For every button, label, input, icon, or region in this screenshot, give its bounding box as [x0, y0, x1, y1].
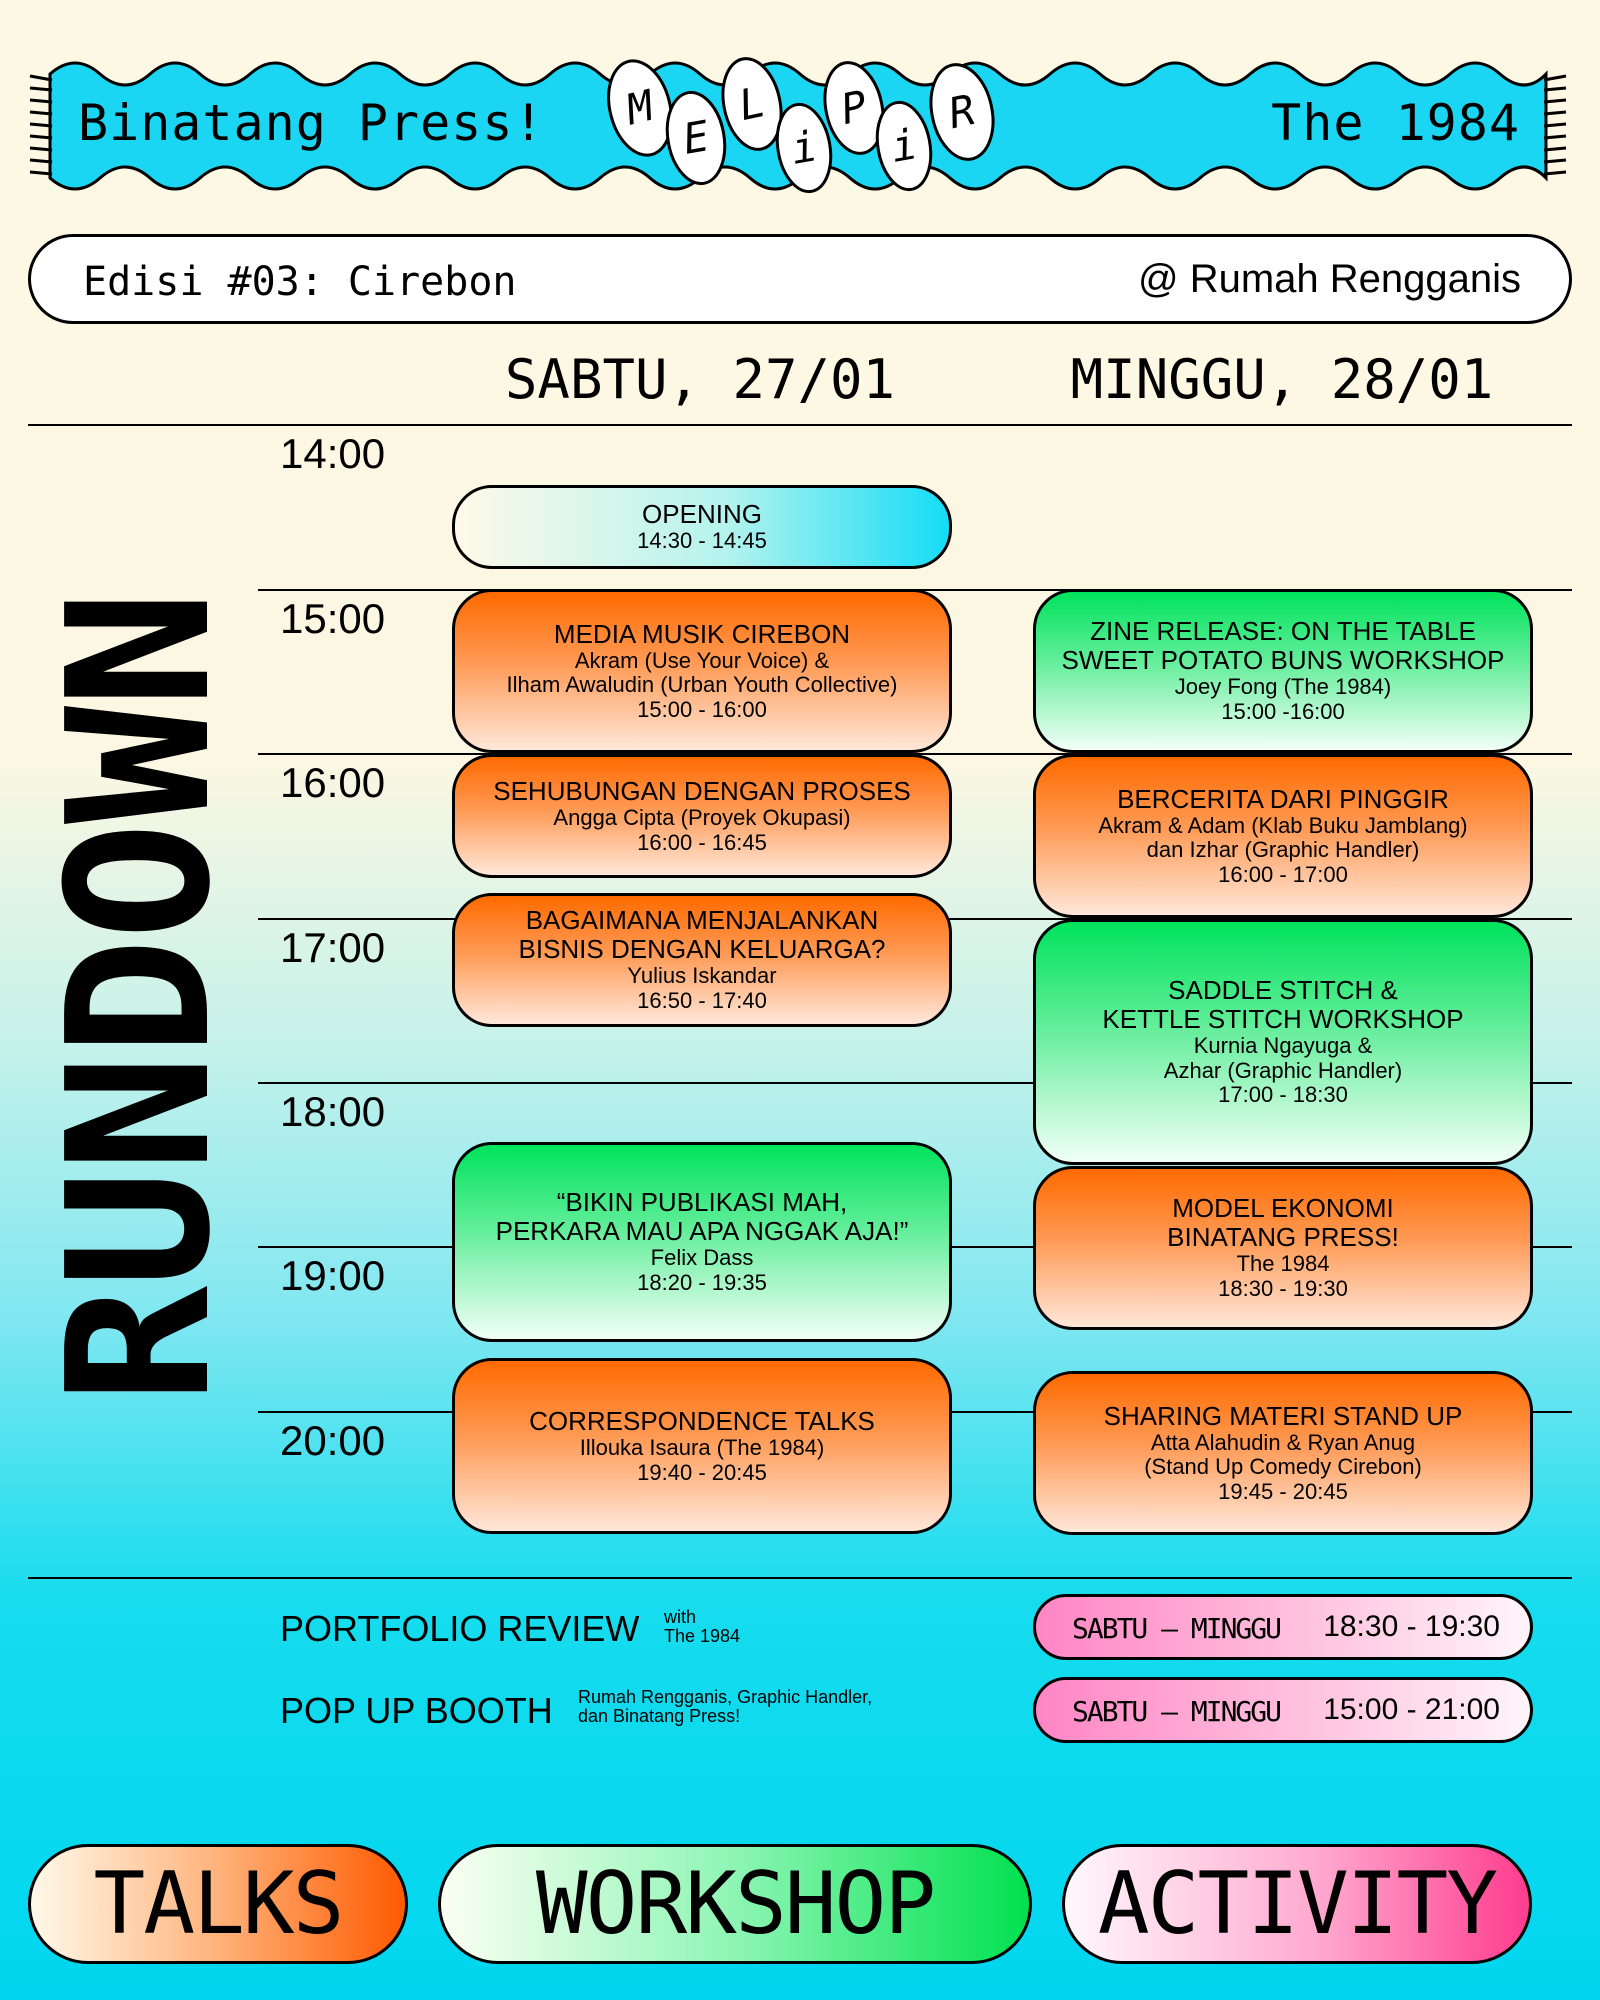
- portfolio-review-schedule: SABTU – MINGGU 18:30 - 19:30: [1033, 1594, 1533, 1660]
- event-title: SEHUBUNGAN DENGAN PROSES: [493, 775, 911, 806]
- event-title: PERKARA MAU APA NGGAK AJA!”: [495, 1216, 909, 1247]
- schedule-days: SABTU – MINGGU: [1072, 1612, 1282, 1645]
- event-speaker: Akram (Use Your Voice) &: [574, 647, 830, 673]
- event-title: BINATANG PRESS!: [1167, 1222, 1399, 1253]
- hour-label: 19:00: [280, 1252, 386, 1299]
- hour-label: 17:00: [280, 924, 386, 971]
- event-correspondence-talks[interactable]: CORRESPONDENCE TALKS Illouka Isaura (The…: [452, 1358, 952, 1534]
- schedule-time: 18:30 - 19:30: [1323, 1610, 1500, 1643]
- event-model-ekonomi[interactable]: MODEL EKONOMI BINATANG PRESS! The 1984 1…: [1033, 1166, 1533, 1330]
- event-time: 14:30 - 14:45: [637, 528, 767, 554]
- event-title: BISNIS DENGAN KELUARGA?: [518, 934, 886, 965]
- event-title: CORRESPONDENCE TALKS: [529, 1405, 875, 1436]
- rundown-text: RUNDOWN: [26, 591, 254, 1405]
- event-speaker: Azhar (Graphic Handler): [1163, 1057, 1403, 1083]
- venue-label: @ Rumah Rengganis: [1137, 257, 1521, 301]
- event-speaker: Illouka Isaura (The 1984): [579, 1434, 825, 1460]
- event-title: KETTLE STITCH WORKSHOP: [1102, 1004, 1464, 1035]
- day-header-sunday: MINGGU, 28/01: [1070, 348, 1494, 411]
- booth-note-line: Rumah Rengganis, Graphic Handler,: [578, 1687, 873, 1707]
- day-header-saturday: SABTU, 27/01: [504, 348, 896, 411]
- event-title: BAGAIMANA MENJALANKAN: [525, 905, 879, 936]
- portfolio-review-title: PORTFOLIO REVIEW: [280, 1608, 640, 1649]
- event-speaker: Ilham Awaludin (Urban Youth Collective): [506, 672, 898, 698]
- event-title: SHARING MATERI STAND UP: [1103, 1400, 1463, 1431]
- event-time: 19:40 - 20:45: [637, 1459, 767, 1485]
- event-time: 15:00 -16:00: [1221, 699, 1345, 725]
- event-title: MODEL EKONOMI: [1172, 1193, 1394, 1224]
- banner-right-text: The 1984: [1271, 94, 1520, 152]
- legend-workshop: WORKSHOP: [438, 1844, 1032, 1964]
- event-speaker: (Stand Up Comedy Cirebon): [1144, 1454, 1422, 1480]
- legend-talks: TALKS: [28, 1844, 408, 1964]
- event-speaker: Joey Fong (The 1984): [1174, 674, 1392, 700]
- edition-label: Edisi #03: Cirebon: [83, 259, 517, 305]
- hour-label: 18:00: [280, 1088, 386, 1135]
- event-time: 15:00 - 16:00: [637, 696, 767, 722]
- portfolio-note-line: The 1984: [664, 1625, 741, 1646]
- schedule-bottom-rule: [28, 1577, 1572, 1579]
- booth-note-line: dan Binatang Press!: [578, 1705, 741, 1726]
- event-media-musik-cirebon[interactable]: MEDIA MUSIK CIREBON Akram (Use Your Voic…: [452, 589, 952, 753]
- event-speaker: dan Izhar (Graphic Handler): [1146, 837, 1420, 863]
- schedule-time: 15:00 - 21:00: [1323, 1693, 1500, 1726]
- event-title: MEDIA MUSIK CIREBON: [553, 618, 851, 649]
- event-speaker: Angga Cipta (Proyek Okupasi): [553, 804, 851, 830]
- event-bercerita-dari-pinggir[interactable]: BERCERITA DARI PINGGIR Akram & Adam (Kla…: [1033, 754, 1533, 918]
- event-title: ZINE RELEASE: ON THE TABLE: [1090, 616, 1476, 647]
- event-title: SWEET POTATO BUNS WORKSHOP: [1061, 645, 1505, 676]
- event-saddle-stitch[interactable]: SADDLE STITCH & KETTLE STITCH WORKSHOP K…: [1033, 919, 1533, 1165]
- portfolio-review-note: with The 1984: [664, 1608, 740, 1646]
- hour-line: [258, 1082, 1572, 1084]
- hour-label: 15:00: [280, 595, 386, 642]
- event-time: 16:50 - 17:40: [637, 988, 767, 1014]
- event-speaker: Kurnia Ngayuga &: [1193, 1033, 1373, 1059]
- pop-up-booth-note: Rumah Rengganis, Graphic Handler, dan Bi…: [578, 1688, 872, 1726]
- pop-up-booth-title: POP UP BOOTH: [280, 1690, 553, 1731]
- event-speaker: Akram & Adam (Klab Buku Jamblang): [1098, 812, 1468, 838]
- event-time: 18:20 - 19:35: [637, 1270, 767, 1296]
- event-speaker: Felix Dass: [650, 1245, 754, 1271]
- edition-bar: Edisi #03: Cirebon @ Rumah Rengganis: [28, 234, 1572, 324]
- event-time: 17:00 - 18:30: [1218, 1082, 1348, 1108]
- event-time: 19:45 - 20:45: [1218, 1478, 1348, 1504]
- wavy-banner-shape: M E L i P i R: [29, 57, 1567, 194]
- event-title: “BIKIN PUBLIKASI MAH,: [556, 1187, 848, 1218]
- schedule-top-rule: [28, 424, 1572, 426]
- event-time: 16:00 - 16:45: [637, 829, 767, 855]
- event-title: BERCERITA DARI PINGGIR: [1117, 783, 1449, 814]
- pop-up-booth-schedule: SABTU – MINGGU 15:00 - 21:00: [1033, 1677, 1533, 1743]
- event-time: 16:00 - 17:00: [1218, 861, 1348, 887]
- event-title: OPENING: [642, 499, 762, 530]
- banner-left-text: Binatang Press!: [78, 94, 545, 152]
- event-zine-release[interactable]: ZINE RELEASE: ON THE TABLE SWEET POTATO …: [1033, 589, 1533, 753]
- header-banner: M E L i P i R Binatang Press! The 1984: [28, 56, 1568, 196]
- event-time: 18:30 - 19:30: [1218, 1276, 1348, 1302]
- portfolio-note-line: with: [664, 1607, 697, 1627]
- event-bikin-publikasi[interactable]: “BIKIN PUBLIKASI MAH, PERKARA MAU APA NG…: [452, 1142, 952, 1342]
- event-opening[interactable]: OPENING 14:30 - 14:45: [452, 485, 952, 569]
- melipir-logo: M E L i P i R: [607, 57, 995, 194]
- event-speaker: Yulius Iskandar: [627, 963, 777, 989]
- hour-label: 14:00: [280, 430, 386, 477]
- event-sehubungan-dengan-proses[interactable]: SEHUBUNGAN DENGAN PROSES Angga Cipta (Pr…: [452, 754, 952, 878]
- event-speaker: Atta Alahudin & Ryan Anug: [1150, 1429, 1416, 1455]
- event-speaker: The 1984: [1236, 1251, 1330, 1277]
- rundown-title: RUNDOWN: [26, 438, 254, 1558]
- schedule-days: SABTU – MINGGU: [1072, 1695, 1282, 1728]
- hour-label: 16:00: [280, 759, 386, 806]
- hour-label: 20:00: [280, 1417, 386, 1464]
- event-bisnis-keluarga[interactable]: BAGAIMANA MENJALANKAN BISNIS DENGAN KELU…: [452, 893, 952, 1027]
- event-title: SADDLE STITCH &: [1168, 974, 1398, 1005]
- event-sharing-materi-stand-up[interactable]: SHARING MATERI STAND UP Atta Alahudin & …: [1033, 1371, 1533, 1535]
- legend-activity: ACTIVITY: [1062, 1844, 1532, 1964]
